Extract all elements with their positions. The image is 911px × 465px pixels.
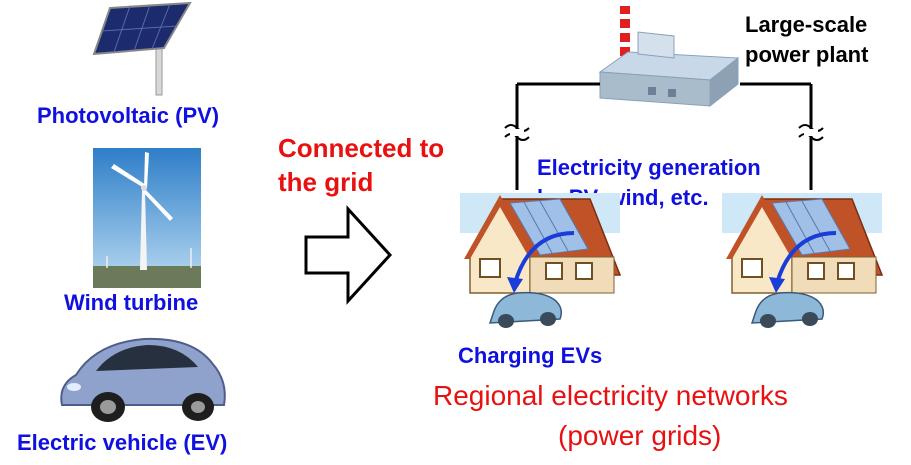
charging-evs-label: Charging EVs [458, 343, 603, 368]
ev-label: Electric vehicle (EV) [17, 430, 228, 455]
wind-turbine-image [93, 148, 201, 288]
regional-networks-label-line2: (power grids) [558, 420, 722, 451]
power-plant-label-line1: Large-scale [745, 12, 868, 37]
connected-to-grid-label-line2: the grid [278, 167, 374, 197]
regional-networks-label-line1: Regional electricity networks [433, 380, 788, 411]
wind-turbine-label: Wind turbine [64, 290, 199, 315]
pv-panel-image [92, 1, 192, 96]
house-right-image [722, 193, 884, 328]
house-left-image [460, 193, 622, 328]
connected-to-grid-label-line1: Connected to [278, 133, 445, 163]
right-arrow-icon [304, 205, 393, 305]
electric-vehicle-image [60, 337, 226, 422]
power-plant-image [598, 6, 740, 108]
generation-label-line1: Electricity generation [537, 155, 761, 180]
power-plant-label-line2: power plant [745, 42, 869, 67]
pv-label: Photovoltaic (PV) [37, 103, 220, 128]
